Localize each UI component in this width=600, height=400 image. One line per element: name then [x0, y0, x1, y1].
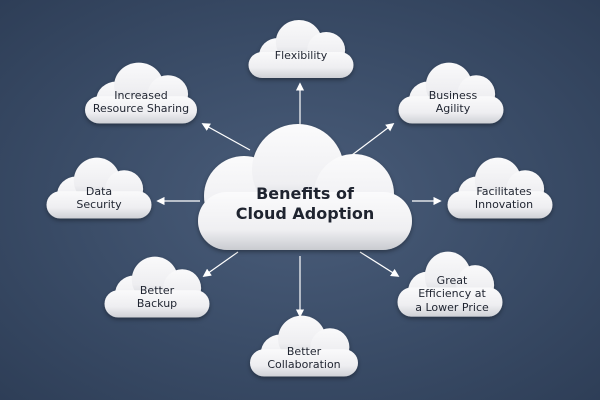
- center-title-line1: Benefits of: [256, 184, 354, 203]
- label-better-backup-line1: Better: [139, 283, 175, 297]
- label-business-agility-line1: Business: [428, 88, 478, 102]
- arrow-to-resource-sharing: [201, 123, 251, 151]
- label-great-efficiency: Great Efficiency at a Lower Price: [394, 270, 510, 318]
- label-flexibility-line1: Flexibility: [274, 49, 328, 63]
- center-title-line2: Cloud Adoption: [235, 204, 375, 223]
- label-better-backup: Better Backup: [102, 279, 212, 315]
- label-data-security-line1: Data: [85, 184, 113, 198]
- label-business-agility: Business Agility: [398, 84, 508, 120]
- label-resource-sharing-line2: Resource Sharing: [92, 102, 190, 115]
- label-data-security-line2: Security: [76, 198, 122, 211]
- label-resource-sharing: Increased Resource Sharing: [78, 84, 204, 120]
- label-data-security: Data Security: [44, 180, 154, 216]
- label-business-agility-line2: Agility: [435, 102, 471, 115]
- label-facilitates-innovation-line2: Innovation: [474, 198, 534, 211]
- center-title: Benefits of Cloud Adoption: [210, 176, 400, 232]
- label-facilitates-innovation-line1: Facilitates: [476, 184, 532, 198]
- label-better-collaboration-line1: Better: [286, 344, 322, 358]
- label-better-backup-line2: Backup: [136, 297, 178, 310]
- label-flexibility: Flexibility: [246, 44, 356, 68]
- label-facilitates-innovation: Facilitates Innovation: [446, 180, 562, 216]
- label-great-efficiency-line1: Great: [436, 274, 468, 288]
- label-great-efficiency-line2: Efficiency at: [418, 287, 486, 301]
- arrow-to-great-efficiency: [359, 251, 400, 277]
- cloud-center: [198, 124, 412, 250]
- label-better-collaboration-line2: Collaboration: [267, 358, 341, 371]
- label-resource-sharing-line1: Increased: [114, 88, 168, 102]
- connector-arrows: [156, 82, 442, 318]
- arrow-to-business-agility: [351, 122, 395, 156]
- label-better-collaboration: Better Collaboration: [246, 340, 362, 376]
- arrow-to-better-backup: [202, 251, 239, 277]
- label-great-efficiency-line3: a Lower Price: [415, 300, 489, 314]
